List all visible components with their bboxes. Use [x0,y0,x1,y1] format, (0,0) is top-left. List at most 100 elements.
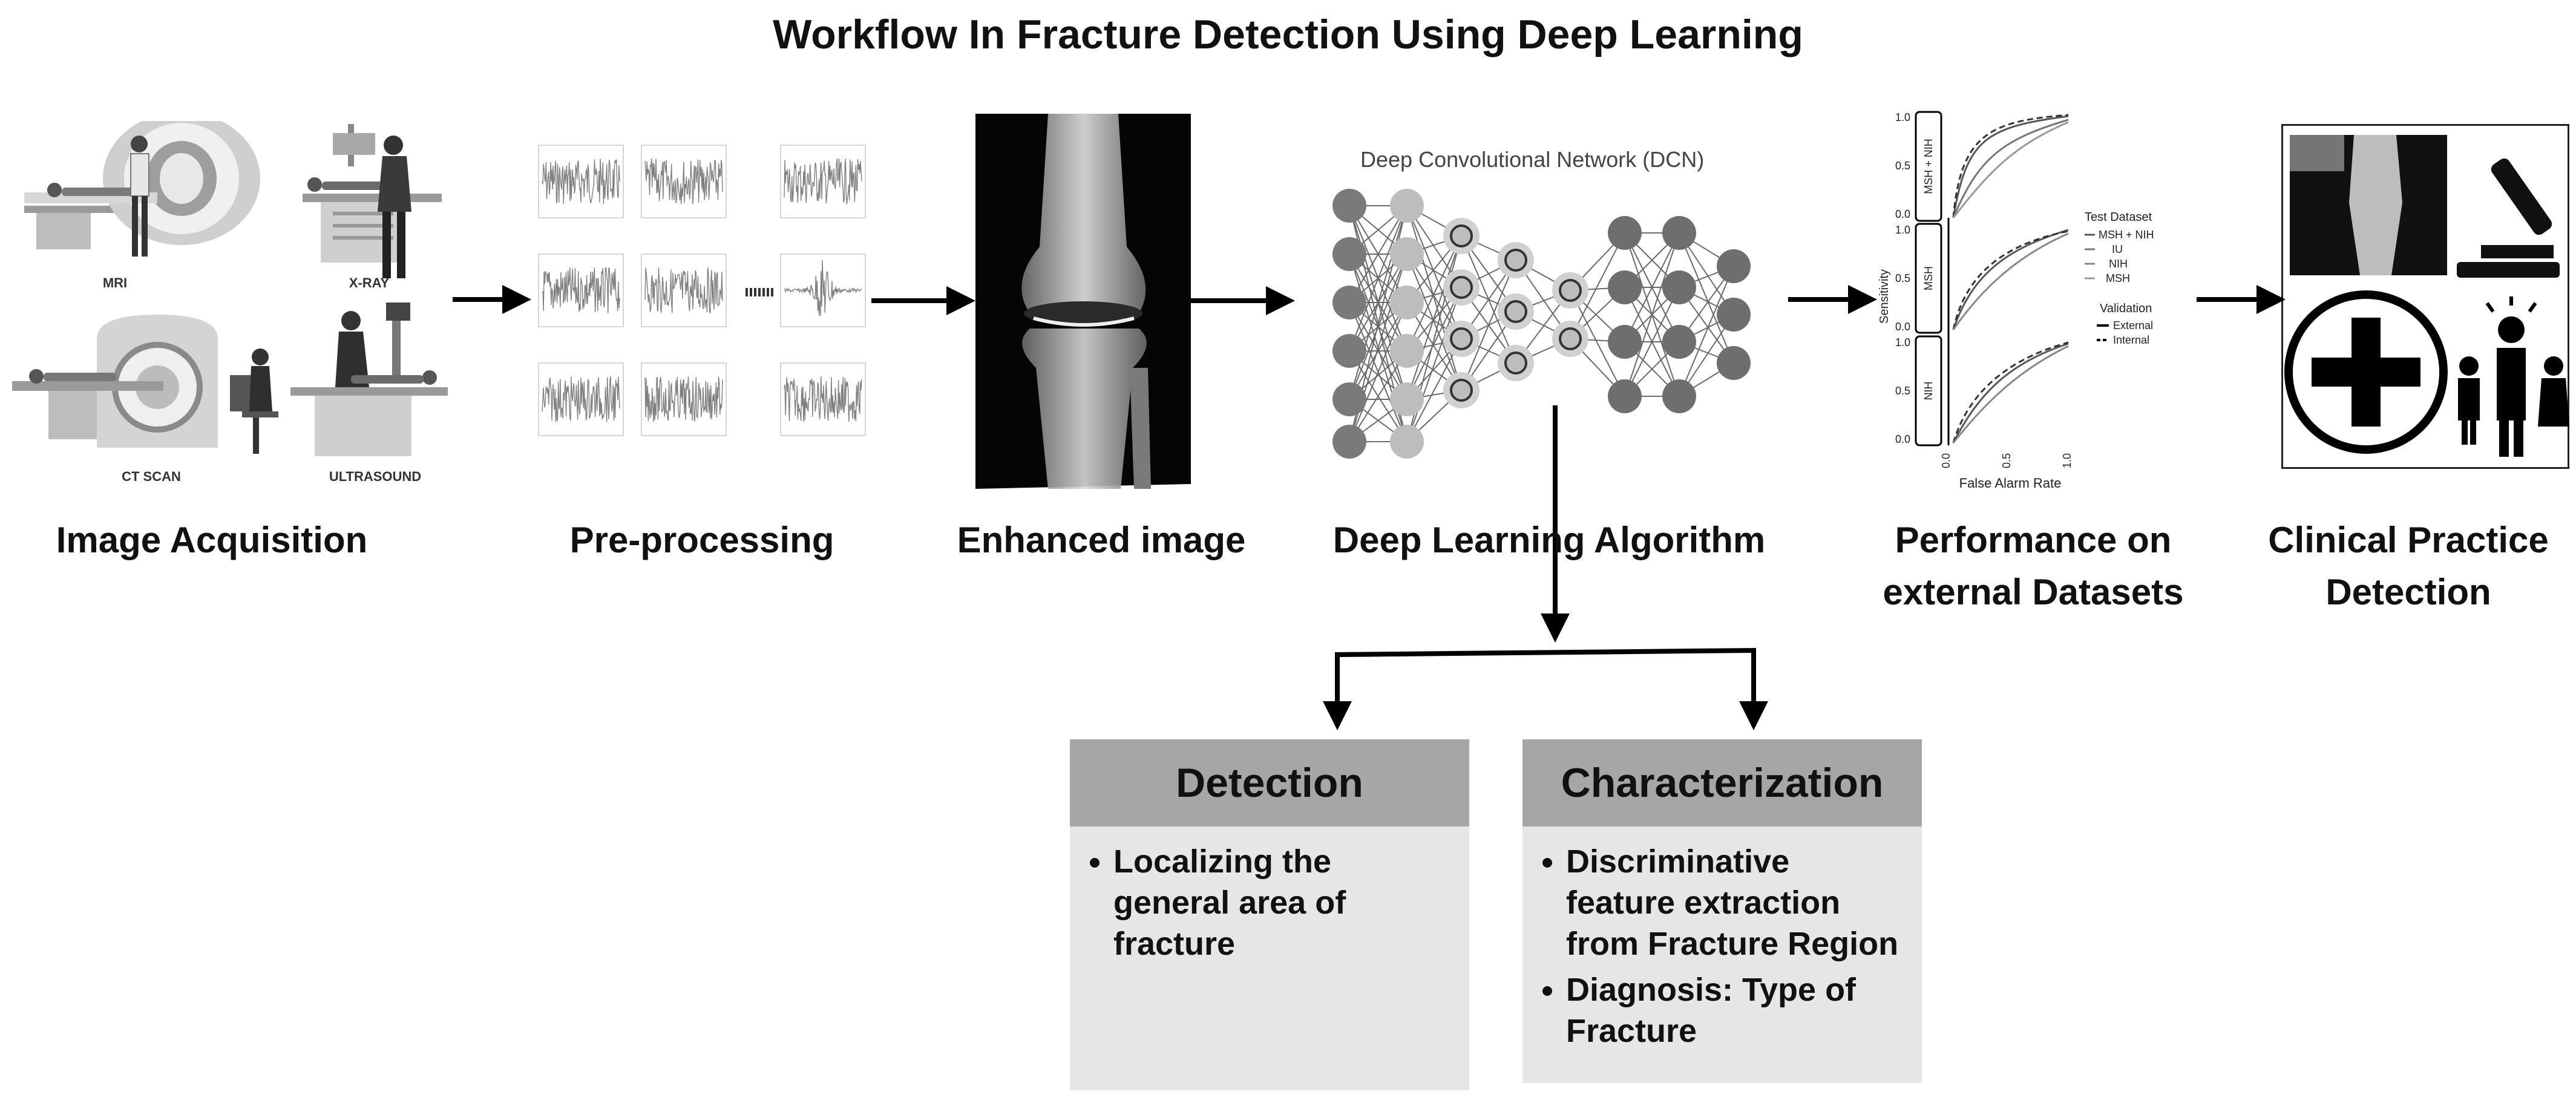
network-node [1390,382,1424,416]
y-tick: 1.0 [1895,336,1910,348]
legend-item: NIH [2109,258,2128,270]
y-tick: 0.0 [1895,321,1910,333]
waveform-panel [780,254,866,327]
panel-label: MSH [1922,266,1935,290]
stage-label-line: Clinical Practice [2268,520,2549,560]
mri-scanner-icon [24,121,260,257]
legend-item: MSH [2106,272,2130,284]
network-node [1608,325,1642,359]
y-tick: 1.0 [1895,224,1910,236]
characterization-bullet-list: Discriminative feature extraction from F… [1539,841,1904,1052]
image-acquisition-illustration: MRI X-RAY [12,121,448,484]
legend-item: External [2113,319,2153,332]
characterization-box-header: Characterization [1522,739,1922,826]
stage-label-line: Detection [2325,572,2491,612]
modality-label-xray: X-RAY [349,275,390,290]
waveform-panel [538,145,624,218]
enhanced-knee-xray-image [975,114,1191,489]
xray-thumbnail-icon [2290,135,2447,275]
characterization-bullet: Discriminative feature extraction from F… [1566,841,1904,964]
chart-legend: Test Dataset MSH + NIH IU NIH MSH Valida… [2085,211,2154,346]
waveform-panel [641,254,727,327]
neural-network-diagram [1332,189,1751,459]
microscope-icon [2457,158,2560,278]
network-node [1390,237,1424,271]
network-node [1608,379,1642,413]
y-tick: 0.5 [1895,272,1910,284]
network-node-ring [1450,224,1473,247]
network-node-ring [1450,327,1473,350]
network-node [1390,189,1424,223]
xray-machine-icon [303,124,442,278]
network-node [1662,379,1696,413]
waveform-panel [641,145,727,218]
waveform-panel [538,254,624,327]
detection-box-body: Localizing the general area of fracture [1070,826,1469,1090]
medical-cross-icon [2284,290,2448,454]
network-node-ring [1504,352,1527,375]
network-node [1390,425,1424,459]
doctor-family-icon [2458,296,2569,457]
modality-label-mri: MRI [103,275,127,290]
panel-label: MSH + NIH [1922,139,1935,194]
network-node [1608,270,1642,304]
waveform-panel [780,145,866,218]
network-node-ring [1504,300,1527,323]
network-node-ring [1450,276,1473,299]
legend-title: Test Dataset [2085,211,2152,224]
preprocessing-waveform-grid [538,145,866,436]
network-node [1662,216,1696,250]
roc-panel-nih: 1.0 0.5 0.0 NIH [1895,335,2069,447]
stage-label-performance: Performance on external Datasets [1852,514,2215,618]
characterization-box-body: Discriminative feature extraction from F… [1522,826,1922,1083]
performance-roc-chart: Sensitivity 1.0 0.5 0.0 MSH + NIH 1.0 0.… [1878,111,2154,491]
diagram-title: Workflow In Fracture Detection Using Dee… [773,11,1803,57]
roc-panel-msh: 1.0 0.5 0.0 MSH [1895,223,2069,334]
legend-item: Internal [2113,334,2149,346]
network-node [1717,298,1751,332]
stage-label-line: Performance on [1895,520,2172,560]
network-node [1717,346,1751,380]
ellipsis-dots [746,288,773,296]
y-tick: 0.0 [1895,433,1910,445]
characterization-bullet: Diagnosis: Type of Fracture [1566,969,1904,1052]
clinical-practice-icons [2281,124,2569,469]
network-node-ring [1559,279,1582,302]
network-node-ring [1504,249,1527,272]
network-node [1332,382,1366,416]
y-tick: 0.5 [1895,385,1910,397]
network-node-ring [1450,379,1473,402]
legend-title: Validation [2100,302,2152,315]
detection-bullet: Localizing the general area of fracture [1113,841,1451,964]
stage-label-clinical-practice: Clinical Practice Detection [2251,514,2566,618]
network-node [1390,286,1424,319]
network-node-ring [1559,327,1582,350]
branch-connector [1335,647,1756,726]
y-tick: 0.0 [1895,208,1910,220]
network-node [1332,189,1366,223]
ultrasound-machine-icon [290,303,448,456]
stage-label-line: external Datasets [1883,572,2184,612]
stage-label-preprocessing: Pre-processing [569,520,834,560]
network-node [1332,334,1366,368]
waveform-panel [780,362,866,436]
x-tick: 0.5 [2001,453,2013,468]
stage-label-deep-learning: Deep Learning Algorithm [1332,520,1766,560]
x-tick: 1.0 [2061,453,2073,468]
modality-label-ct: CT SCAN [122,469,181,484]
stage-label-enhanced-image: Enhanced image [957,520,1246,560]
network-node [1332,286,1366,319]
network-node [1332,425,1366,459]
legend-item: IU [2112,243,2123,255]
network-node [1332,237,1366,271]
dcn-title: Deep Convolutional Network (DCN) [1360,147,1705,172]
network-node [1662,325,1696,359]
waveform-panel [641,362,727,436]
y-axis-label: Sensitivity [1878,269,1891,324]
panel-label: NIH [1922,382,1935,401]
network-node [1662,270,1696,304]
detection-bullet-list: Localizing the general area of fracture [1087,841,1451,964]
network-node [1390,334,1424,368]
